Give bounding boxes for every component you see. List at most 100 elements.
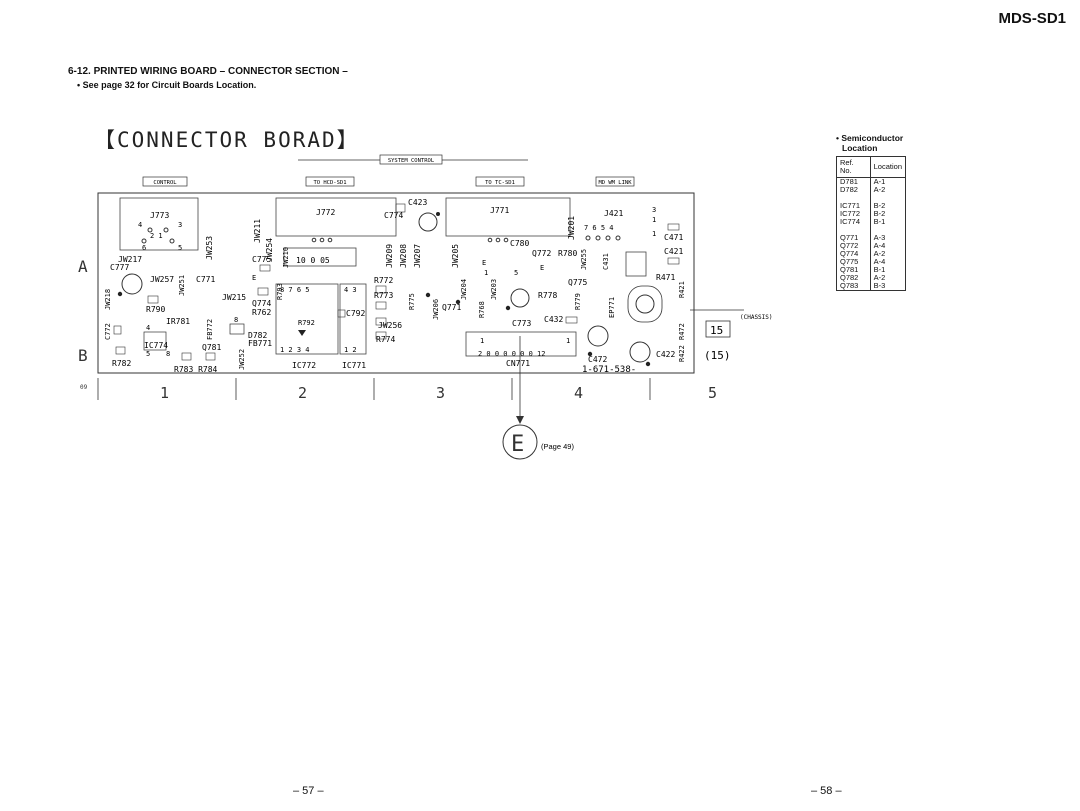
svg-text:JW215: JW215 bbox=[222, 293, 246, 302]
svg-text:J773: J773 bbox=[150, 211, 169, 220]
svg-text:IC771: IC771 bbox=[342, 361, 366, 370]
svg-text:JW211: JW211 bbox=[253, 219, 262, 243]
section-title: 6-12. PRINTED WIRING BOARD – CONNECTOR S… bbox=[68, 66, 348, 77]
svg-text:C422: C422 bbox=[656, 350, 675, 359]
col-label-4: 4 bbox=[574, 384, 583, 402]
svg-text:R792: R792 bbox=[298, 319, 315, 327]
svg-text:C773: C773 bbox=[512, 319, 531, 328]
col-label-3: 3 bbox=[436, 384, 445, 402]
svg-text:JW206: JW206 bbox=[432, 299, 440, 320]
page-reference: (Page 49) bbox=[541, 442, 574, 451]
svg-text:R421: R421 bbox=[678, 281, 686, 298]
svg-text:6: 6 bbox=[142, 244, 146, 252]
svg-text:E: E bbox=[540, 264, 544, 272]
svg-text:10 0 05: 10 0 05 bbox=[296, 256, 330, 265]
svg-text:C472: C472 bbox=[588, 355, 607, 364]
svg-text:R422: R422 bbox=[678, 345, 686, 362]
board-title: 【CONNECTOR BORAD】 bbox=[94, 128, 360, 152]
svg-text:Q774: Q774 bbox=[252, 299, 271, 308]
svg-text:7 6 5 4: 7 6 5 4 bbox=[584, 224, 614, 232]
label-md-wm-link: MD WM LINK bbox=[598, 180, 632, 186]
svg-text:R773: R773 bbox=[374, 291, 393, 300]
svg-text:4: 4 bbox=[146, 324, 150, 332]
svg-text:C772: C772 bbox=[104, 323, 112, 340]
table-row bbox=[837, 226, 906, 234]
svg-text:C471: C471 bbox=[664, 233, 683, 242]
label-to-hcd: TO HCD-SD1 bbox=[313, 180, 346, 186]
svg-text:JW210: JW210 bbox=[282, 247, 290, 268]
svg-text:JW208: JW208 bbox=[399, 244, 408, 268]
svg-text:C777: C777 bbox=[110, 263, 129, 272]
board-part-number: 1-671-538- bbox=[582, 365, 636, 375]
svg-text:4 3: 4 3 bbox=[344, 286, 357, 294]
svg-text:JW256: JW256 bbox=[378, 321, 402, 330]
svg-text:R779: R779 bbox=[574, 293, 582, 310]
section-subtitle: • See page 32 for Circuit Boards Locatio… bbox=[77, 80, 257, 90]
svg-text:C775: C775 bbox=[252, 255, 271, 264]
chassis-label: (CHASSIS) bbox=[740, 314, 773, 321]
mark-15-paren: (15) bbox=[704, 349, 731, 362]
col-label-1: 1 bbox=[160, 384, 169, 402]
svg-text:R782: R782 bbox=[112, 359, 131, 368]
svg-text:C771: C771 bbox=[196, 275, 215, 284]
svg-text:8 7 6 5: 8 7 6 5 bbox=[280, 286, 310, 294]
svg-text:1 2 3 4: 1 2 3 4 bbox=[280, 346, 310, 354]
svg-text:1: 1 bbox=[652, 216, 656, 224]
semiconductor-heading: • Semiconductor Location bbox=[836, 133, 904, 153]
svg-text:Q775: Q775 bbox=[568, 278, 587, 287]
svg-text:JW207: JW207 bbox=[413, 244, 422, 268]
table-header-row: Ref. No. Location bbox=[836, 156, 906, 178]
svg-text:J421: J421 bbox=[604, 209, 623, 218]
svg-text:EP771: EP771 bbox=[608, 297, 616, 318]
left-page-number: – 57 – bbox=[293, 785, 324, 797]
svg-text:IC772: IC772 bbox=[292, 361, 316, 370]
svg-text:C423: C423 bbox=[408, 198, 427, 207]
svg-text:J771: J771 bbox=[490, 206, 509, 215]
svg-text:R472: R472 bbox=[678, 323, 686, 340]
svg-text:1 2: 1 2 bbox=[344, 346, 357, 354]
table-row bbox=[837, 194, 906, 202]
svg-text:JW217: JW217 bbox=[118, 255, 142, 264]
svg-text:1: 1 bbox=[484, 269, 488, 277]
svg-text:Q781: Q781 bbox=[202, 343, 221, 352]
model-name: MDS-SD1 bbox=[998, 10, 1066, 27]
svg-text:1: 1 bbox=[652, 230, 656, 238]
ref-letter-e: E bbox=[511, 432, 524, 457]
row-label-b: B bbox=[78, 346, 88, 365]
svg-text:JW253: JW253 bbox=[205, 236, 214, 260]
svg-text:J772: J772 bbox=[316, 208, 335, 217]
svg-text:C780: C780 bbox=[510, 239, 529, 248]
svg-text:R778: R778 bbox=[538, 291, 557, 300]
svg-text:C431: C431 bbox=[602, 253, 610, 270]
svg-text:5: 5 bbox=[514, 269, 518, 277]
svg-text:R780: R780 bbox=[558, 249, 577, 258]
col-label-5: 5 bbox=[708, 384, 717, 402]
svg-text:1: 1 bbox=[566, 337, 570, 345]
svg-text:R762: R762 bbox=[252, 308, 271, 317]
col-ref-no: Ref. No. bbox=[836, 156, 871, 178]
svg-text:JW254: JW254 bbox=[265, 238, 274, 262]
svg-text:R772: R772 bbox=[374, 276, 393, 285]
row-label-a: A bbox=[78, 257, 88, 276]
svg-text:FB772: FB772 bbox=[206, 319, 214, 340]
svg-text:JW209: JW209 bbox=[385, 244, 394, 268]
svg-text:C774: C774 bbox=[384, 211, 403, 220]
svg-text:CN771: CN771 bbox=[506, 359, 530, 368]
svg-text:JW255: JW255 bbox=[580, 249, 588, 270]
svg-text:R775: R775 bbox=[408, 293, 416, 310]
label-system-control: SYSTEM CONTROL bbox=[388, 158, 435, 164]
svg-text:2 0 0 0 0 0 0 12: 2 0 0 0 0 0 0 12 bbox=[478, 350, 545, 358]
